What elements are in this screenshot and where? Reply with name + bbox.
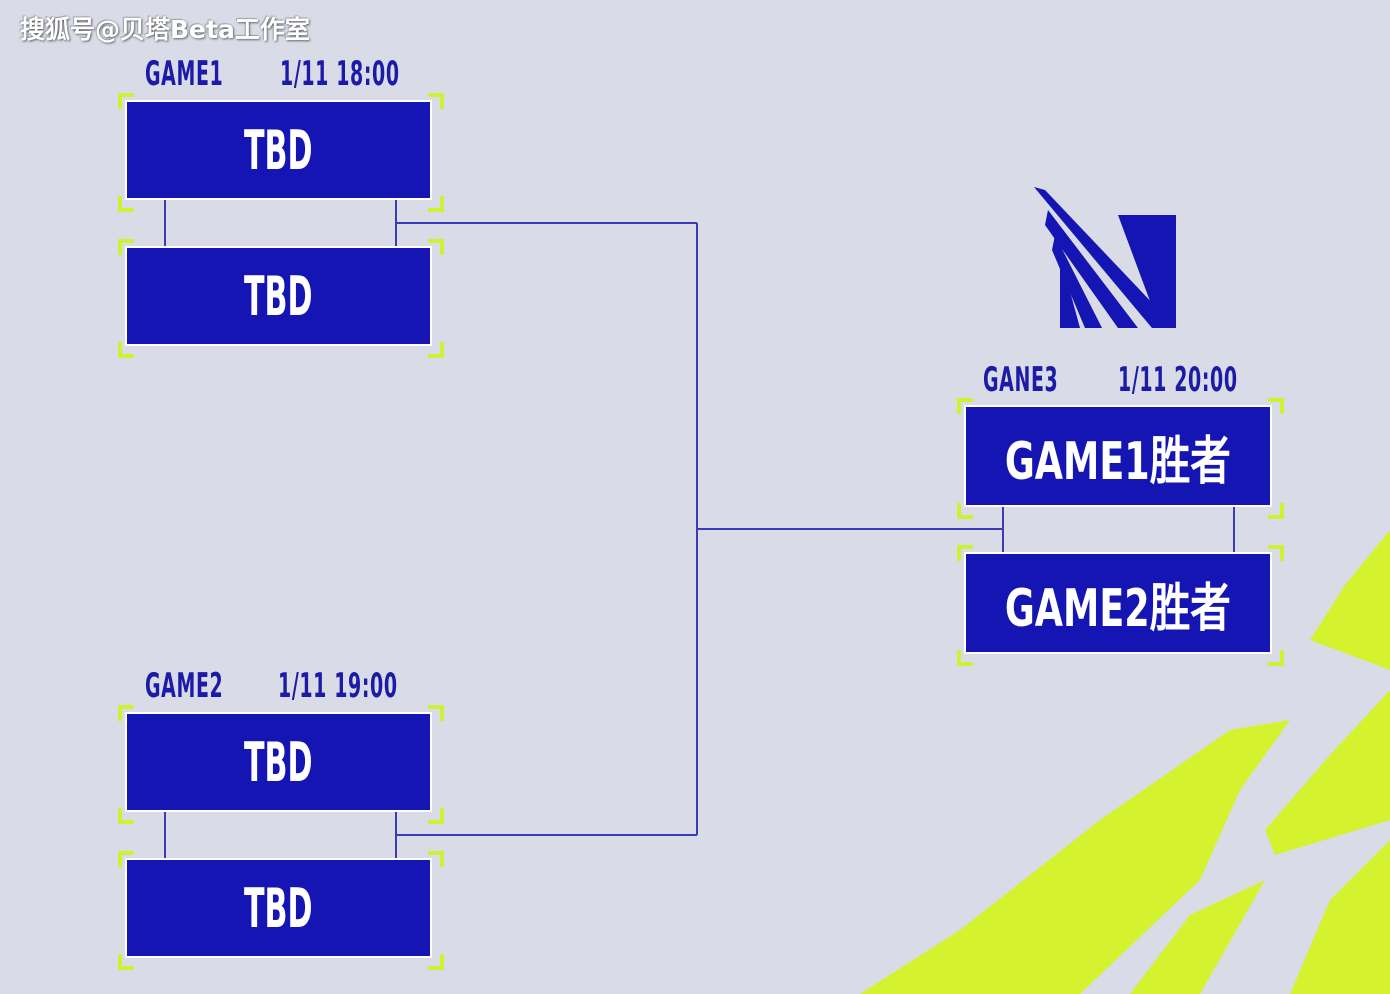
- team-name: GAME1胜者: [1005, 431, 1231, 492]
- corner-marker: [118, 705, 134, 721]
- decor-shape: [860, 720, 1290, 994]
- game2-label: GAME2: [145, 666, 224, 706]
- game3-team-a-slot[interactable]: GAME1胜者: [964, 405, 1272, 507]
- game1-team-b-slot[interactable]: TBD: [125, 246, 432, 346]
- game3-time: 1/11 20:00: [1118, 360, 1238, 400]
- decor-shape: [1130, 880, 1265, 994]
- corner-marker: [428, 851, 444, 867]
- corner-marker: [428, 196, 444, 212]
- watermark: 搜狐号@贝塔Beta工作室: [20, 15, 310, 44]
- corner-marker: [428, 239, 444, 255]
- game1-label: GAME1: [145, 54, 224, 94]
- corner-marker: [1268, 545, 1284, 561]
- corner-marker: [118, 93, 134, 109]
- corner-marker: [957, 545, 973, 561]
- corner-marker: [428, 808, 444, 824]
- corner-marker: [118, 342, 134, 358]
- corner-marker: [118, 851, 134, 867]
- game3-team-b-slot[interactable]: GAME2胜者: [964, 552, 1272, 654]
- game2-time: 1/11 19:00: [278, 666, 398, 706]
- corner-marker: [957, 398, 973, 414]
- game2-team-b-slot[interactable]: TBD: [125, 858, 432, 958]
- corner-marker: [428, 705, 444, 721]
- team-name: TBD: [244, 730, 313, 794]
- decor-shape: [1265, 690, 1390, 855]
- team-name: GAME2胜者: [1005, 578, 1231, 639]
- team-name: TBD: [244, 118, 313, 182]
- corner-marker: [118, 808, 134, 824]
- corner-marker: [1268, 503, 1284, 519]
- corner-marker: [957, 650, 973, 666]
- corner-marker: [428, 342, 444, 358]
- corner-marker: [428, 954, 444, 970]
- corner-marker: [957, 503, 973, 519]
- game3-label: GANE3: [983, 360, 1059, 400]
- corner-marker: [118, 954, 134, 970]
- game1-time: 1/11 18:00: [280, 54, 400, 94]
- corner-marker: [1268, 398, 1284, 414]
- decor-shape: [1310, 530, 1390, 670]
- game2-team-a-slot[interactable]: TBD: [125, 712, 432, 812]
- decor-shape: [1290, 840, 1390, 994]
- team-name: TBD: [244, 876, 313, 940]
- game1-team-a-slot[interactable]: TBD: [125, 100, 432, 200]
- corner-marker: [428, 93, 444, 109]
- corner-marker: [118, 196, 134, 212]
- team-name: TBD: [244, 264, 313, 328]
- corner-marker: [1268, 650, 1284, 666]
- corner-marker: [118, 239, 134, 255]
